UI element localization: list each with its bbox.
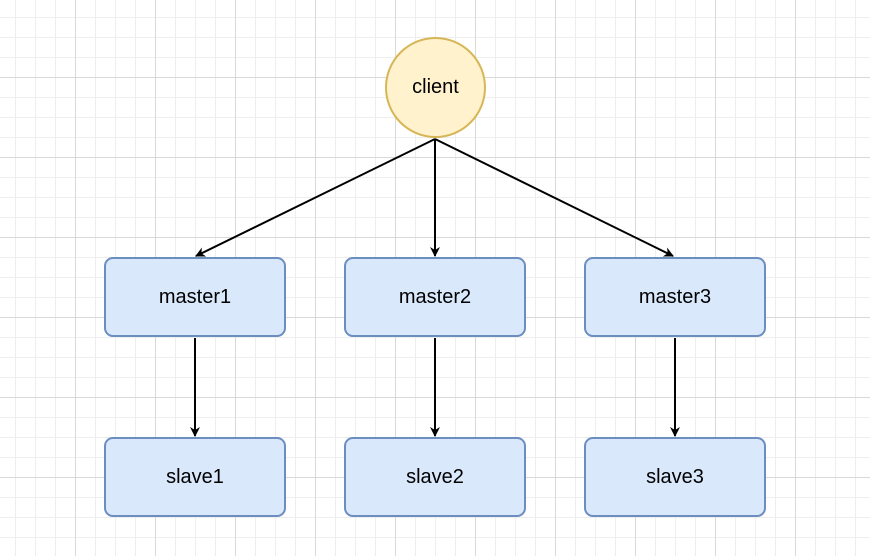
master3-label: master3 <box>638 285 712 308</box>
master2-node[interactable]: master2 <box>344 257 526 337</box>
edge-client-master3[interactable] <box>434 138 674 257</box>
slave2-node[interactable]: slave2 <box>344 437 526 517</box>
master1-node[interactable]: master1 <box>104 257 286 337</box>
client-label: client <box>412 76 459 98</box>
master2-label: master2 <box>398 285 472 308</box>
master1-label: master1 <box>158 285 232 308</box>
slave2-label: slave2 <box>406 465 464 488</box>
slave1-node[interactable]: slave1 <box>104 437 286 517</box>
slave3-label: slave3 <box>646 465 704 488</box>
slave3-node[interactable]: slave3 <box>584 437 766 517</box>
master3-node[interactable]: master3 <box>584 257 766 337</box>
edge-client-master1[interactable] <box>195 138 436 257</box>
slave1-label: slave1 <box>166 465 224 488</box>
client-node[interactable]: client <box>385 37 486 138</box>
